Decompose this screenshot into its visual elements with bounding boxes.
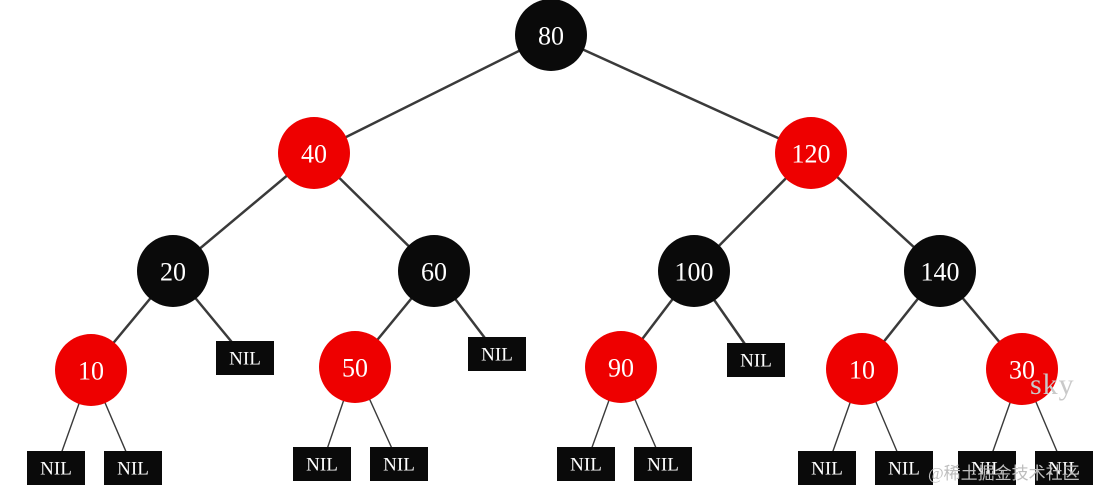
nil-label: NIL bbox=[1048, 459, 1080, 480]
nil-box bbox=[468, 337, 526, 371]
nil-leaf-nil-10b-right: NIL bbox=[875, 451, 933, 485]
nil-box bbox=[1035, 451, 1093, 485]
nil-leaf-nil-90-left: NIL bbox=[557, 447, 615, 481]
red-node-circle bbox=[775, 117, 847, 189]
black-node-circle bbox=[904, 235, 976, 307]
nil-box bbox=[958, 451, 1016, 485]
node-label: 120 bbox=[792, 140, 831, 169]
nil-box bbox=[27, 451, 85, 485]
red-node-circle bbox=[278, 117, 350, 189]
nil-box bbox=[634, 447, 692, 481]
tree-node-n20: 20 bbox=[137, 235, 209, 307]
nil-box bbox=[727, 343, 785, 377]
nil-label: NIL bbox=[481, 345, 513, 366]
nil-leaf-nil-30-left: NIL bbox=[958, 451, 1016, 485]
edge-n80-n40 bbox=[313, 33, 552, 155]
nil-box bbox=[293, 447, 351, 481]
tree-node-n80: 80 bbox=[515, 0, 587, 71]
tree-node-n10b: 10 bbox=[826, 333, 898, 405]
nil-label: NIL bbox=[888, 459, 920, 480]
nil-leaf-nil-50-right: NIL bbox=[370, 447, 428, 481]
tree-node-n90: 90 bbox=[585, 331, 657, 403]
node-label: 60 bbox=[421, 258, 447, 287]
nil-label: NIL bbox=[740, 351, 772, 372]
tree-node-n40: 40 bbox=[278, 117, 350, 189]
nil-box bbox=[557, 447, 615, 481]
nil-box bbox=[216, 341, 274, 375]
nil-leaf-nil-50-left: NIL bbox=[293, 447, 351, 481]
black-node-circle bbox=[398, 235, 470, 307]
nil-leaf-nil-90-right: NIL bbox=[634, 447, 692, 481]
nil-label: NIL bbox=[229, 349, 261, 370]
nil-box bbox=[798, 451, 856, 485]
node-label: 140 bbox=[921, 258, 960, 287]
node-label: 10 bbox=[849, 356, 875, 385]
tree-node-n140: 140 bbox=[904, 235, 976, 307]
red-node-circle bbox=[55, 334, 127, 406]
red-node-circle bbox=[826, 333, 898, 405]
nil-label: NIL bbox=[811, 459, 843, 480]
tree-node-n60: 60 bbox=[398, 235, 470, 307]
nil-leaf-nil-100-right: NIL bbox=[727, 343, 785, 377]
tree-node-n10a: 10 bbox=[55, 334, 127, 406]
red-node-circle bbox=[319, 331, 391, 403]
tree-node-n120: 120 bbox=[775, 117, 847, 189]
red-node-circle bbox=[986, 333, 1058, 405]
nil-leaf-nil-10a-right: NIL bbox=[104, 451, 162, 485]
nil-label: NIL bbox=[117, 459, 149, 480]
watermark-sky: sky bbox=[1030, 368, 1075, 401]
nil-leaf-nil-10a-left: NIL bbox=[27, 451, 85, 485]
node-label: 100 bbox=[675, 258, 714, 287]
nil-label: NIL bbox=[306, 455, 338, 476]
red-node-circle bbox=[585, 331, 657, 403]
node-label: 90 bbox=[608, 354, 634, 383]
edge-n80-n120 bbox=[550, 33, 812, 155]
nil-box bbox=[875, 451, 933, 485]
node-label: 50 bbox=[342, 354, 368, 383]
nil-leaf-nil-30-right: NIL bbox=[1035, 451, 1093, 485]
nil-box bbox=[104, 451, 162, 485]
nil-leaf-nil-10b-left: NIL bbox=[798, 451, 856, 485]
node-label: 10 bbox=[78, 357, 104, 386]
nil-leaf-nil-20-right: NIL bbox=[216, 341, 274, 375]
node-label: 40 bbox=[301, 140, 327, 169]
black-node-circle bbox=[515, 0, 587, 71]
black-node-circle bbox=[137, 235, 209, 307]
node-label: 20 bbox=[160, 258, 186, 287]
nil-label: NIL bbox=[647, 455, 679, 476]
nil-label: NIL bbox=[570, 455, 602, 476]
nil-label: NIL bbox=[40, 459, 72, 480]
nil-box bbox=[370, 447, 428, 481]
node-label: 80 bbox=[538, 22, 564, 51]
tree-node-n50: 50 bbox=[319, 331, 391, 403]
tree-node-n30: 30 bbox=[986, 333, 1058, 405]
black-node-circle bbox=[658, 235, 730, 307]
nil-leaf-nil-60-right: NIL bbox=[468, 337, 526, 371]
watermark-credit: @稀土掘金技术社区 bbox=[928, 464, 1080, 483]
tree-node-n100: 100 bbox=[658, 235, 730, 307]
nil-label: NIL bbox=[383, 455, 415, 476]
nil-label: NIL bbox=[971, 459, 1003, 480]
node-label: 30 bbox=[1009, 356, 1035, 385]
